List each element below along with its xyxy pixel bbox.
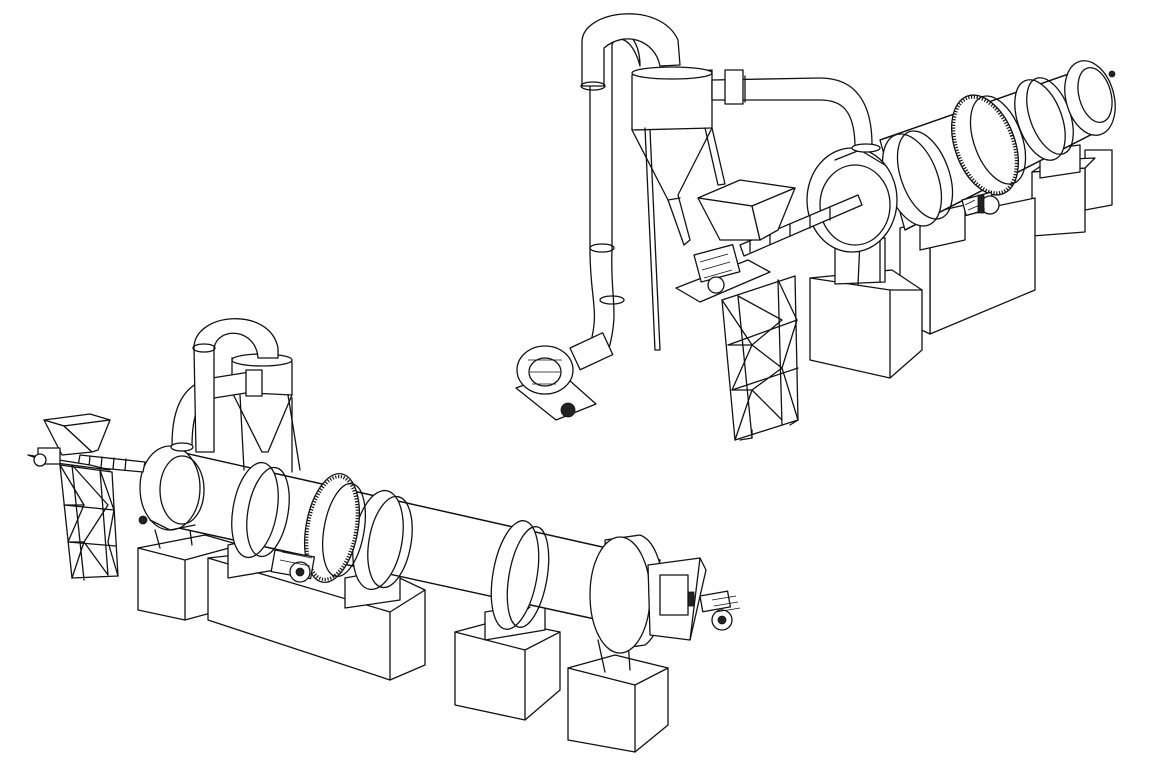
front-discharge-hood — [589, 534, 707, 654]
back-feed-hopper — [697, 179, 796, 241]
back-cyclone — [631, 66, 726, 351]
back-dryer-drum — [879, 60, 1116, 231]
back-draft-fan — [515, 332, 614, 421]
front-drive-motor — [270, 549, 316, 583]
back-drive-motor — [961, 191, 1000, 217]
front-lattice-tower — [59, 464, 119, 581]
front-feed-hood — [138, 445, 205, 531]
back-dryer-line — [515, 13, 1116, 441]
front-fan-duct — [192, 318, 279, 453]
front-screw-conveyor — [77, 454, 146, 473]
front-feed-hopper — [43, 413, 111, 456]
front-dryer-drum — [164, 451, 661, 631]
front-dryer-line — [27, 318, 741, 753]
front-cyclone — [231, 353, 301, 473]
front-belt-feeder — [27, 447, 111, 471]
front-discharge-motor — [687, 590, 741, 631]
back-belt-feeder — [675, 243, 771, 303]
back-exhaust-duct — [711, 69, 881, 153]
back-lattice-tower — [721, 275, 799, 441]
front-foundation-blocks — [137, 534, 669, 753]
back-screw-conveyor — [739, 194, 863, 257]
